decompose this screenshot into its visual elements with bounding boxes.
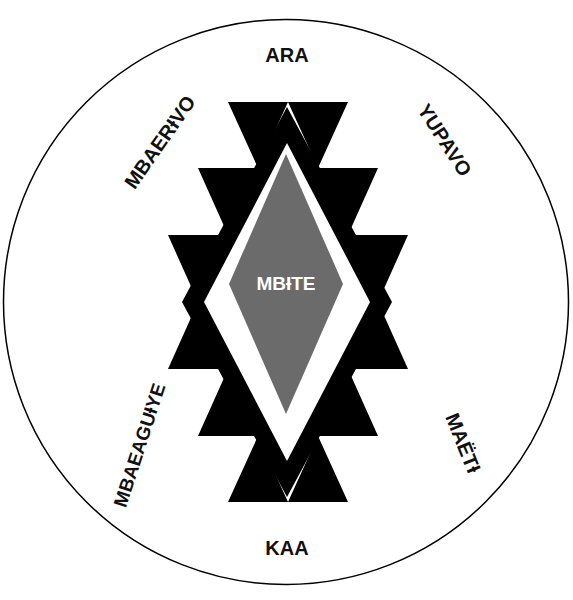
white-band <box>204 143 370 461</box>
triangle <box>228 102 288 168</box>
direction-label: YUPAVO <box>414 100 477 180</box>
triangle <box>228 436 288 502</box>
center-label: MBƗTE <box>256 274 315 295</box>
direction-label: KAA <box>265 537 308 559</box>
direction-label: MBAEAGUƗYE <box>110 381 170 510</box>
triangle <box>288 102 348 168</box>
circle-outline <box>4 20 569 585</box>
black-triangles <box>168 102 408 502</box>
center-diamond: MBƗTE <box>229 154 343 414</box>
diamond-fill <box>229 154 343 414</box>
outer-circle: ARA YUPAVO MAËTƗ KAA MBAEAGUƗYE MBAERƗVO MBƗTE <box>2 18 570 586</box>
direction-label: MAËTƗ <box>441 410 485 476</box>
direction-label: ARA <box>265 44 308 66</box>
black-diamond <box>182 107 392 497</box>
direction-label: MBAERƗVO <box>120 92 200 193</box>
triangle <box>288 436 348 502</box>
